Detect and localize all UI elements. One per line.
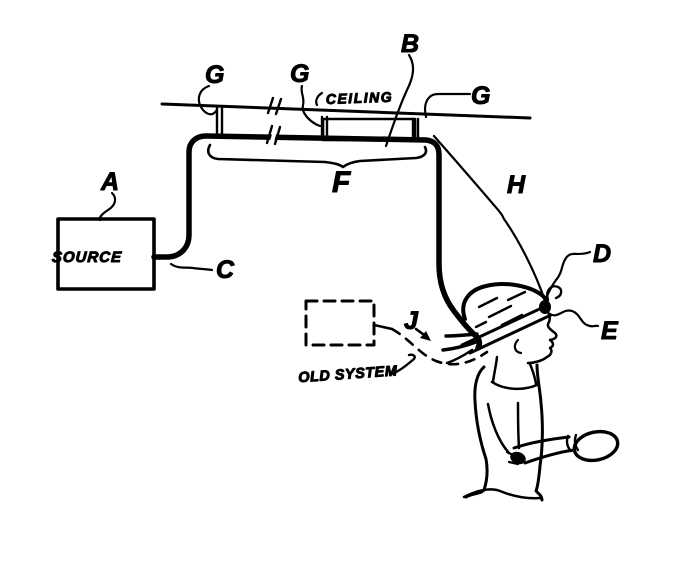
pipe-break-gap: [269, 122, 279, 147]
label-j: J: [404, 307, 419, 335]
collar: [490, 380, 539, 391]
old-system-dashed-path: [390, 327, 489, 366]
hand-grip-marks: [505, 450, 520, 466]
source-box-label: SOURCE: [51, 249, 122, 266]
label-h: H: [507, 171, 526, 199]
leader-e: [548, 309, 600, 328]
label-a: A: [100, 168, 119, 196]
torso-front-outline: [534, 363, 544, 502]
label-ceiling: CEILING: [326, 89, 394, 107]
f-span-bracket: [206, 143, 428, 169]
old-system-label-leader: [388, 353, 416, 377]
source-box-outline: [56, 217, 156, 291]
label-d: D: [593, 240, 611, 268]
leader-g-left: [197, 84, 218, 116]
label-f: F: [332, 166, 351, 199]
source-box: SOURCE: [51, 217, 156, 291]
held-object-top: [512, 435, 571, 450]
leader-d: [542, 250, 592, 306]
label-c: C: [216, 256, 235, 284]
face-profile: [526, 307, 558, 365]
headgear-hatch-strokes: [474, 290, 527, 329]
old-system-box: [304, 299, 376, 347]
old-system: OLD SYSTEM: [297, 299, 489, 387]
old-system-stub: [372, 323, 394, 331]
conduit-pipe: [151, 133, 483, 351]
upper-arm-back: [486, 402, 511, 455]
headgear-tassel-thin: [445, 348, 474, 365]
conduit: [151, 122, 483, 351]
headgear-band-lower: [468, 313, 553, 355]
h-line: [432, 134, 547, 303]
label-e: E: [601, 317, 619, 345]
leader-lines: [98, 53, 600, 341]
leader-g-right: [423, 92, 472, 119]
leader-ceiling-tick: [315, 91, 324, 107]
headgear-dome: [461, 282, 549, 321]
neck-back: [491, 355, 499, 384]
upper-arm-front: [516, 401, 521, 450]
ear: [513, 338, 523, 355]
old-system-label: OLD SYSTEM: [298, 363, 399, 386]
label-g-right: G: [471, 82, 490, 110]
hanger-left: [215, 106, 224, 138]
object-head-oval: [572, 429, 620, 463]
reference-letters: A B C D E F G G G H J CEILING: [100, 30, 620, 346]
label-g-left: G: [205, 61, 224, 89]
torso-back-outline: [464, 365, 489, 499]
leader-c: [169, 262, 214, 272]
pipe-break-marks: [265, 124, 282, 146]
ceiling-line: [160, 102, 532, 120]
neck-front: [528, 362, 538, 386]
headgear-tassels: [441, 332, 479, 352]
leader-a: [98, 191, 117, 222]
leader-b: [384, 53, 415, 148]
label-b: B: [401, 30, 419, 58]
person: [441, 282, 620, 502]
leader-j-arrowhead: [420, 331, 431, 341]
held-object-bottom: [523, 448, 576, 465]
label-g-mid: G: [290, 60, 309, 88]
ceiling-break-marks: [266, 96, 283, 116]
ceiling-assembly: [160, 96, 532, 143]
torso-hem: [462, 488, 543, 500]
leader-g-mid: [300, 84, 322, 128]
headgear-band-upper: [460, 304, 548, 347]
